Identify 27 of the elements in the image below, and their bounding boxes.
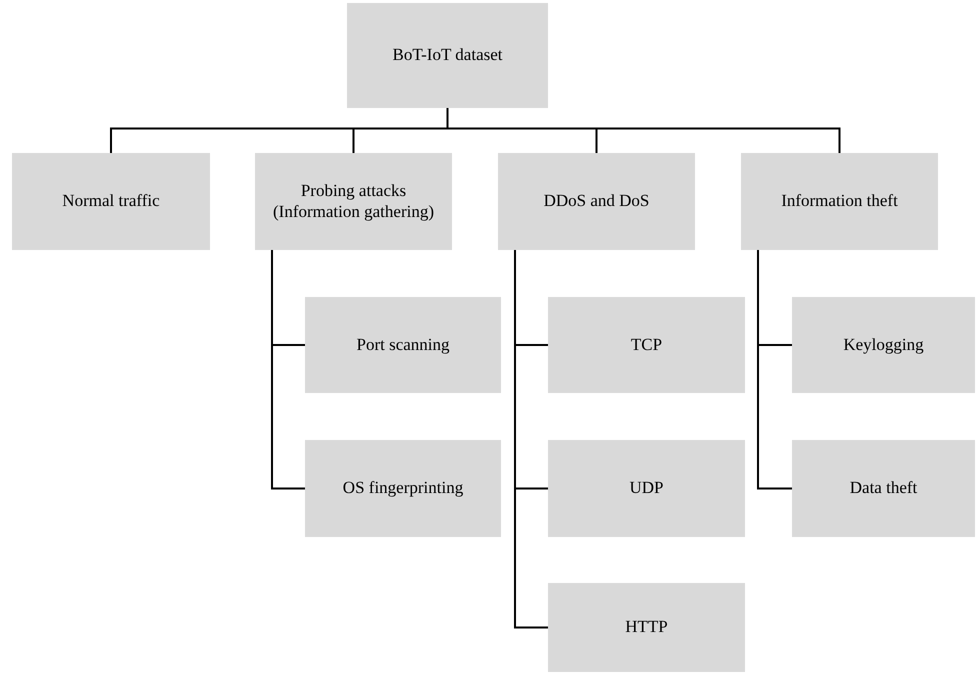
category-box xyxy=(792,440,975,537)
category-box xyxy=(255,153,452,250)
box-label: Probing attacks (Information gathering) xyxy=(272,181,435,222)
category-box xyxy=(548,583,745,672)
connector-line xyxy=(271,250,305,490)
box-label: Port scanning xyxy=(356,334,450,356)
box-label: Information theft xyxy=(781,191,898,212)
box-label: BoT-IoT dataset xyxy=(392,45,502,66)
category-box xyxy=(548,440,745,537)
box-label: Normal traffic xyxy=(62,191,160,212)
box-label: DDoS and DoS xyxy=(544,191,650,212)
connector-line xyxy=(757,250,792,490)
category-box xyxy=(498,153,695,250)
box-label: UDP xyxy=(629,478,664,499)
category-box xyxy=(12,153,210,250)
connector-line xyxy=(514,250,548,628)
box-label: TCP xyxy=(630,334,662,356)
box-label: OS fingerprinting xyxy=(342,478,464,499)
category-box xyxy=(305,440,501,537)
category-box xyxy=(548,297,745,393)
category-box xyxy=(792,297,975,393)
box-label: Keylogging xyxy=(843,334,924,356)
box-label: Data theft xyxy=(850,478,918,499)
category-box xyxy=(741,153,938,250)
category-box xyxy=(305,297,501,393)
category-box xyxy=(347,3,548,108)
box-label: HTTP xyxy=(625,617,668,638)
